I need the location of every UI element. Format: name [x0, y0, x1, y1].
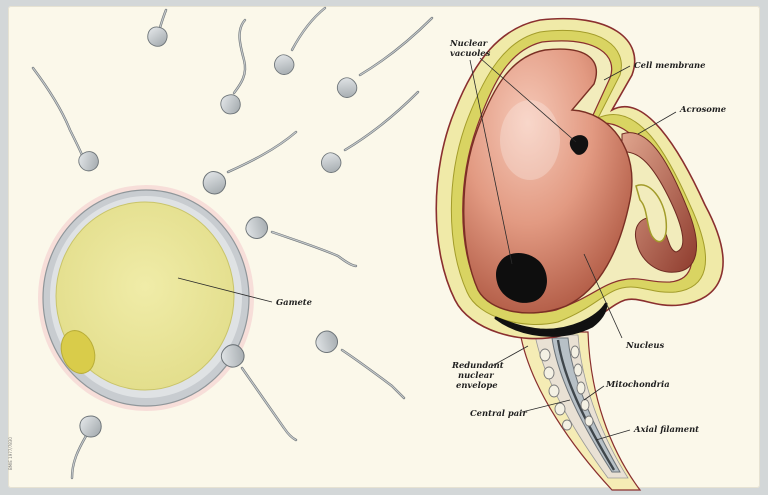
- label-acrosome-text: Acrosome: [679, 104, 726, 114]
- sperm-6: [199, 130, 298, 198]
- sperm-2: [217, 18, 247, 118]
- sperm-head-cross-section: [435, 17, 724, 491]
- label-central-pair: Central pair: [470, 399, 571, 418]
- label-mitochondria: Mitochondria: [583, 379, 670, 401]
- label-rne-line3: envelope: [456, 380, 498, 390]
- label-redundant-nuclear-envelope: Redundant nuclear envelope: [451, 345, 529, 390]
- sperm-9: [311, 326, 406, 400]
- label-acrosome: Acrosome: [637, 104, 726, 135]
- nucleus: [463, 48, 633, 314]
- label-nuclear-vacuoles: Nuclear vacuoles: [449, 38, 577, 265]
- acrosome: [621, 132, 697, 273]
- label-gamete-text: Gamete: [276, 297, 312, 307]
- label-mitochondria-text: Mitochondria: [605, 379, 670, 389]
- sperm-1: [145, 8, 170, 49]
- gamete: [38, 185, 254, 411]
- label-cell-membrane: Cell membrane: [603, 60, 705, 81]
- label-gamete: Gamete: [177, 277, 312, 307]
- label-axial-filament: Axial filament: [595, 424, 699, 441]
- label-nuclear-vacuoles-line2: vacuoles: [450, 48, 491, 58]
- sperm-4: [332, 16, 434, 102]
- sperm-5: [31, 66, 103, 175]
- sperm-10: [216, 339, 298, 442]
- label-central-pair-text: Central pair: [470, 408, 527, 418]
- label-cell-membrane-text: Cell membrane: [634, 60, 705, 70]
- label-nucleus-text: Nucleus: [625, 340, 664, 350]
- sperm-11: [70, 413, 104, 480]
- credit-text: BMIE 1977/7830: [8, 437, 13, 470]
- sperm-8: [241, 212, 358, 268]
- label-rne-line1: Redundant: [451, 360, 504, 370]
- sperm-tail: [519, 331, 642, 491]
- label-rne-line2: nuclear: [458, 370, 494, 380]
- sperm-3: [270, 6, 327, 79]
- sperm-7: [317, 90, 420, 177]
- nuclear-vacuole-large: [496, 253, 547, 303]
- label-axial-filament-text: Axial filament: [633, 424, 699, 434]
- swimming-sperm-group: [31, 6, 434, 480]
- redundant-nuclear-envelope: [494, 302, 608, 337]
- label-nuclear-vacuoles-line1: Nuclear: [449, 38, 488, 48]
- label-nucleus: Nucleus: [583, 253, 664, 350]
- mitochondria-ovals: [539, 345, 594, 431]
